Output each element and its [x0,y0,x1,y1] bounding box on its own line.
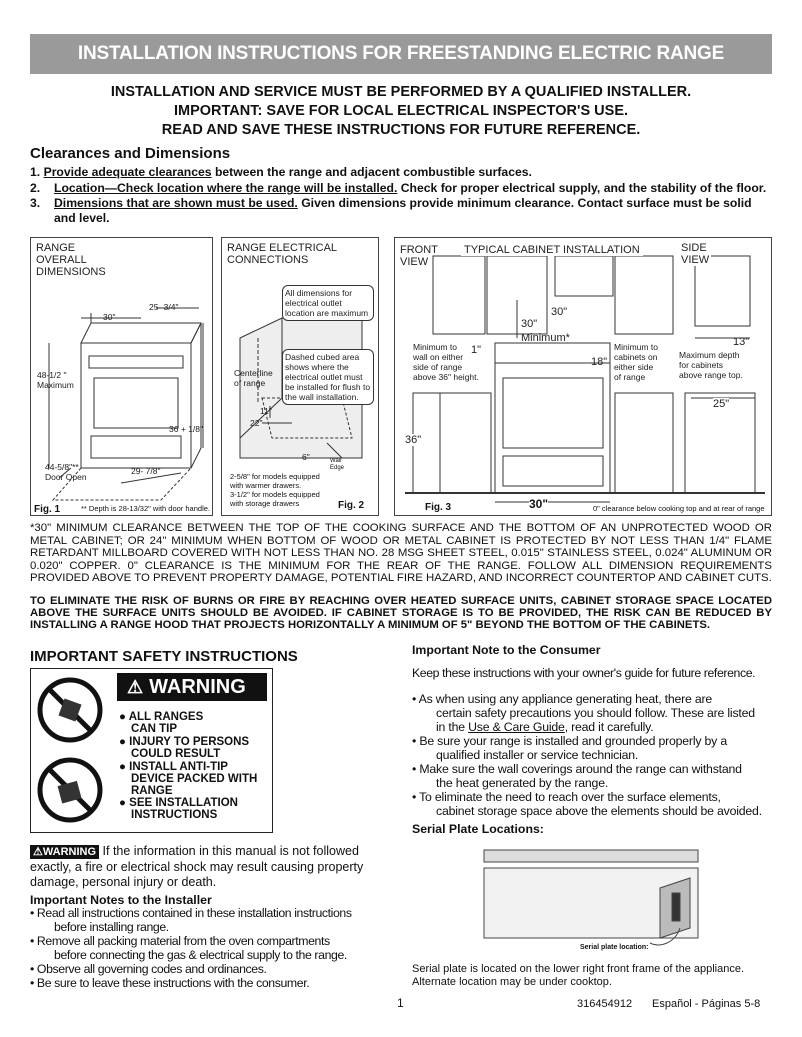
child-climbing-icon [37,757,103,823]
consumer-notes-list: • As when using any appliance generating… [412,692,774,818]
fig3-typical: TYPICAL CABINET INSTALLATION [461,244,643,256]
fig3-dim-30-bottom: 30" [529,497,549,511]
fig2-label: Fig. 2 [338,500,365,511]
consumer-note-4: • To eliminate the need to reach over th… [412,790,762,818]
tip-over-icon [37,677,103,743]
fig3-dim-30-top: 30" [551,306,568,318]
fig3-dim-13: 13" [733,336,750,348]
serial-plate-label: Serial plate location: [580,944,649,951]
fig1-dim-29: 29- 7/8" [131,466,161,476]
serial-note: Serial plate is located on the lower rig… [412,963,745,988]
installer-note-3: • Observe all governing codes and ordina… [30,962,267,976]
installer-note-4: • Be sure to leave these instructions wi… [30,976,310,990]
fig1-label: Fig. 1 [34,504,61,515]
safety-title: IMPORTANT SAFETY INSTRUCTIONS [30,648,298,665]
fig1-dim-30: 30" [103,312,116,322]
warning-badge: ⚠WARNING [30,845,100,859]
fig2-dim-6: 6" [302,452,310,462]
consumer-note-2: • Be sure your range is installed and gr… [412,734,727,762]
installer-note-1: • Read all instructions contained in the… [30,906,352,934]
fig2-dim-11: 11" [260,406,272,416]
fig2-callout-2: Dashed cubed area shows where the electr… [282,349,374,405]
alert-triangle-icon: ⚠ [127,676,144,697]
clearance-item-3: 3.Dimensions that are shown must be used… [30,196,752,225]
installer-notes-title: Important Notes to the Installer [30,893,212,907]
clearance-item-2: 2.Location—Check location where the rang… [30,181,767,195]
fig3-note: 0" clearance below cooking top and at re… [593,504,765,513]
document-code: 316454912 [577,998,633,1010]
consumer-title: Important Note to the Consumer [412,643,601,657]
fig2-callout-1: All dimensions for electrical outlet loc… [282,285,374,321]
warning-paragraph: ⚠WARNING If the information in this manu… [30,844,364,889]
fig2-dim-22: 22" [250,418,263,428]
fig3-dim-1: 1" [471,344,482,356]
page-number: 1 [397,996,404,1010]
spanish-pages-note: Español - Páginas 5-8 [652,998,761,1010]
fig1-dim-36: 36 + 1/8" [169,424,203,434]
fig3-minimum: Minimum* [521,332,570,344]
fig3-dim-30: 30" [521,318,538,330]
serial-title: Serial Plate Locations: [412,822,544,836]
consumer-note-1: • As when using any appliance generating… [412,692,755,734]
installer-notes-list: • Read all instructions contained in the… [30,906,395,990]
serial-plate-drawing: Serial plate location: [480,848,702,958]
page-banner: INSTALLATION INSTRUCTIONS FOR FREESTANDI… [30,34,772,74]
fig3-dim-25: 25" [713,398,730,410]
warning-header: ⚠WARNING [117,673,267,701]
header-line-3: READ AND SAVE THESE INSTRUCTIONS FOR FUT… [161,122,641,138]
clearance-item-1: 1. Provide adequate clearances between t… [30,165,532,179]
fig1-note: ** Depth is 28-13/32" with door handle. [81,504,210,513]
header-line-2: IMPORTANT: SAVE FOR LOCAL ELECTRICAL INS… [173,103,629,119]
range-dimension-drawing [48,307,204,501]
fig1-dim-44: 44-5/8"**Door Open [45,462,87,482]
installer-note-2: • Remove all packing material from the o… [30,934,347,962]
clearances-title: Clearances and Dimensions [30,145,231,162]
header-line-1: INSTALLATION AND SERVICE MUST BE PERFORM… [110,84,692,100]
clearance-paragraph: *30" MINIMUM CLEARANCE BETWEEN THE TOP O… [30,522,772,584]
fig3-dim-36: 36" [405,434,422,446]
risk-paragraph: TO ELIMINATE THE RISK OF BURNS OR FIRE B… [30,595,772,631]
fig3-label: Fig. 3 [425,502,452,513]
fig1-dim-25: 25- 3/4" [149,302,179,312]
fig3-dim-18: 18" [591,356,608,368]
cabinet-installation-drawing [405,255,765,503]
fig1-dim-48: 48-1/2 "Maximum [37,370,74,390]
consumer-note-3: • Make sure the wall coverings around th… [412,762,742,790]
consumer-keep: Keep these instructions with your owner'… [412,666,756,680]
